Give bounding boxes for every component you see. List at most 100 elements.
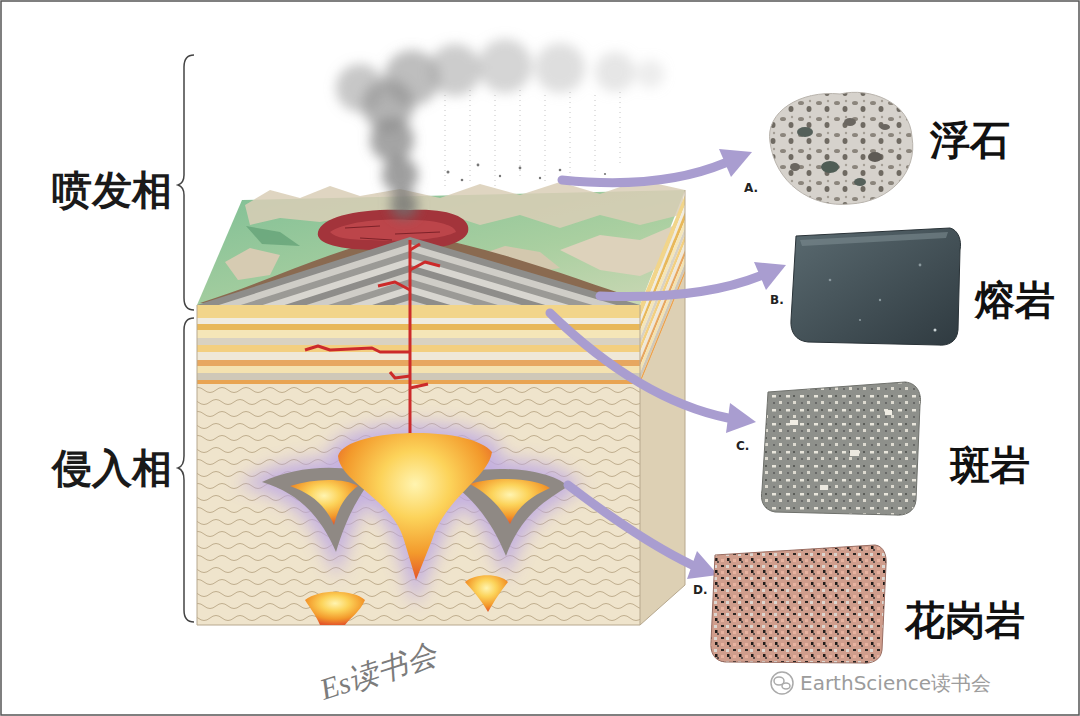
pointer-arrows xyxy=(687,551,718,579)
front-face xyxy=(197,352,640,360)
dike xyxy=(410,384,428,388)
porphyry-sample xyxy=(850,450,859,456)
porphyry-sample xyxy=(761,382,920,515)
front-face xyxy=(197,373,640,380)
pumice-sample xyxy=(880,124,890,130)
rock-name: 熔岩 xyxy=(975,277,1055,323)
top-surface xyxy=(197,180,685,305)
wechat-icon xyxy=(771,672,793,694)
pumice-sample xyxy=(821,161,839,173)
pointer-arrows xyxy=(754,262,786,290)
ash-particles xyxy=(604,173,606,175)
lava-sample xyxy=(879,299,881,301)
pointer-arrows xyxy=(568,485,692,565)
cone-strata xyxy=(241,251,593,305)
cone-strata xyxy=(197,237,640,305)
top-surface xyxy=(245,180,685,228)
cone-strata xyxy=(219,244,616,305)
cone-strata xyxy=(328,279,497,305)
ash-rain xyxy=(595,95,596,172)
side-face xyxy=(640,263,685,380)
wechat-icon xyxy=(771,672,793,694)
top-surface xyxy=(225,248,280,280)
phase-label: 喷发相 xyxy=(52,167,172,213)
pointer-arrows xyxy=(726,403,756,433)
lava-sample xyxy=(791,228,961,345)
ash-rain xyxy=(445,90,620,190)
smoke-plume xyxy=(382,157,418,193)
magma-halo xyxy=(338,433,492,580)
granite-sample xyxy=(711,545,886,663)
phase-brackets xyxy=(178,55,194,310)
ash-particles xyxy=(447,171,450,174)
ash-particles xyxy=(461,179,464,182)
lava-sample xyxy=(919,264,922,267)
pointer-arrows xyxy=(550,163,760,565)
smoke-plume xyxy=(636,60,664,88)
block-outline xyxy=(197,190,685,625)
wechat-icon xyxy=(782,683,790,689)
pumice-sample xyxy=(790,163,800,171)
pointer-arrows xyxy=(687,149,786,579)
magma-chamber xyxy=(338,433,492,580)
ash-particles xyxy=(559,169,562,172)
dike xyxy=(305,346,410,352)
watermark: EarthScience读书会 xyxy=(800,672,991,695)
front-face xyxy=(197,380,640,384)
side-face xyxy=(640,242,685,360)
ash-particles xyxy=(499,175,501,177)
magma-halo xyxy=(262,433,568,580)
volcano-cone xyxy=(345,226,440,240)
volcano-cone xyxy=(330,220,456,241)
side-face xyxy=(640,250,685,366)
magma-side-chambers xyxy=(290,480,358,525)
smoke-plume xyxy=(336,39,664,219)
phase-brackets xyxy=(178,318,194,622)
ash-rain xyxy=(470,90,471,185)
sample-letter: A. xyxy=(744,182,758,196)
cone-strata xyxy=(307,272,522,305)
front-face xyxy=(197,366,640,373)
rock-sample: B.熔岩 xyxy=(764,222,1070,350)
ash-particles xyxy=(539,177,541,179)
dike xyxy=(378,282,410,290)
pointer-arrows xyxy=(600,276,760,297)
phase-label: 侵入相 xyxy=(52,445,172,491)
magma-chamber xyxy=(305,433,508,625)
cone-strata xyxy=(285,265,546,305)
pointer-arrows xyxy=(719,149,752,177)
side-face xyxy=(640,270,685,384)
smoke-plume xyxy=(390,191,418,219)
ash-particles xyxy=(519,167,522,170)
rock-name: 浮石 xyxy=(930,117,1010,163)
rock-name: 斑岩 xyxy=(950,442,1030,488)
rock-name: 花岗岩 xyxy=(905,597,1025,643)
dike xyxy=(410,244,420,250)
ash-rain xyxy=(445,95,446,190)
magma-side-chambers xyxy=(470,479,550,524)
lava-sample xyxy=(800,232,948,246)
smoke-plume xyxy=(336,64,384,112)
rock-sample: C.斑岩 xyxy=(732,378,1068,518)
cone-strata xyxy=(263,258,569,305)
pumice-sample xyxy=(797,127,813,137)
porphyry-sample xyxy=(820,485,828,490)
pointer-arrows xyxy=(550,149,786,579)
lava-sample xyxy=(829,279,832,282)
block-outline xyxy=(640,305,641,625)
lava-sample xyxy=(934,329,937,332)
front-face xyxy=(197,384,640,625)
front-face xyxy=(197,345,640,352)
ash-rain xyxy=(570,92,571,178)
pumice-sample xyxy=(854,178,866,186)
cone-strata xyxy=(197,237,640,305)
front-face xyxy=(197,318,640,324)
pointer-arrows xyxy=(562,163,725,183)
ash-rain xyxy=(495,95,496,190)
ash-particles xyxy=(477,164,480,167)
sample-letter: D. xyxy=(693,584,708,598)
granite-sample xyxy=(711,545,886,663)
cone-strata xyxy=(350,286,474,305)
magma-chamber xyxy=(305,592,365,625)
